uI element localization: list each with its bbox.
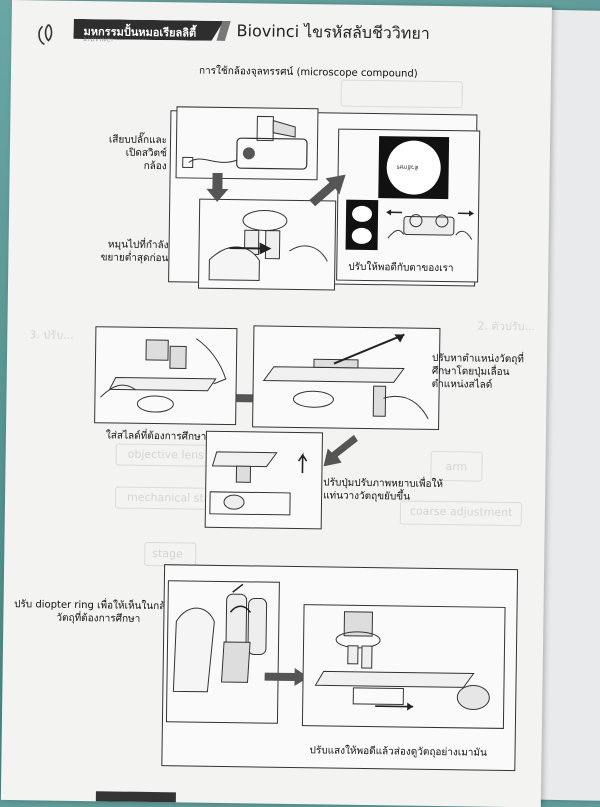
eyepiece-panel: ตัวอักษร <box>336 128 481 283</box>
slide-caption: ใส่สไลด์ที่ต้องการศึกษา <box>105 430 207 443</box>
right-arrow-icon <box>264 668 309 687</box>
down-arrow-icon <box>206 172 229 202</box>
microscope-full-icon <box>314 611 490 711</box>
diopter-illustration <box>165 580 280 724</box>
plug-instruction: เสียบปลั๊กและเปิดสวิตช์กล้อง <box>108 134 168 173</box>
light-adjust-illustration <box>301 604 506 729</box>
slide-insert-illustration <box>94 326 238 426</box>
nosepiece-illustration <box>197 198 337 291</box>
nosepiece-hand-icon <box>208 210 328 281</box>
brand-sub-label: BIOVINCI <box>83 37 114 44</box>
light-caption: ปรับแสงให้พอดีแล้วส่องดูวัตถุอย่างเมามัน <box>309 745 487 759</box>
diagonal-arrow-icon <box>309 174 346 207</box>
lens-instruction: หมุนไปที่กำลังขยายต่ำสุดก่อน <box>100 239 169 265</box>
ghost-text: arm <box>445 460 468 474</box>
eye-adjust-caption: ปรับให้พอดีกับตาของเรา <box>348 261 454 275</box>
coarse-caption: ปรับปุ่มปรับภาพหยาบเพื่อให้แท่นวางวัตถุข… <box>323 477 444 503</box>
eyepiece-hands-icon <box>386 209 475 240</box>
move-slide-caption: ปรับหาตำแหน่งวัตถุที่ศึกษาโดยปุ่มเลื่อนต… <box>431 352 525 391</box>
document-page: 2. ตัวปรับ... 3. ปรับ... arm objective l… <box>0 0 552 807</box>
diopter-instruction: ปรับ diopter ring เพื่อให้เห็นในกล้องชี้… <box>14 599 184 625</box>
microscope-plug-icon <box>182 115 308 170</box>
slide-hand-icon <box>100 338 227 413</box>
coarse-knob-icon <box>209 451 308 516</box>
down-left-arrow-icon <box>323 434 358 467</box>
plug-illustration <box>175 106 319 181</box>
ghost-box <box>340 79 463 109</box>
slide-text: ตัวอักษร <box>396 163 419 171</box>
coarse-knob-illustration <box>204 430 323 530</box>
ghost-text: 3. ปรับ... <box>29 328 74 342</box>
brain-logo-icon <box>38 23 53 46</box>
stage-move-icon <box>262 333 429 420</box>
diopter-hand-icon <box>172 583 268 693</box>
section-title: การใช้กล้องจุลทรรศน์ (microscope compoun… <box>198 65 418 80</box>
footer-bar <box>95 791 176 805</box>
ghost-text: 2. ตัวปรับ... <box>477 319 536 334</box>
slide-move-illustration <box>252 325 441 431</box>
page-title: Biovinci ไขรหัสลับชีววิทยา <box>236 21 430 43</box>
eye-diagram <box>345 199 379 251</box>
ghost-text: stage <box>152 547 183 561</box>
view-field: ตัวอักษร <box>378 136 450 200</box>
